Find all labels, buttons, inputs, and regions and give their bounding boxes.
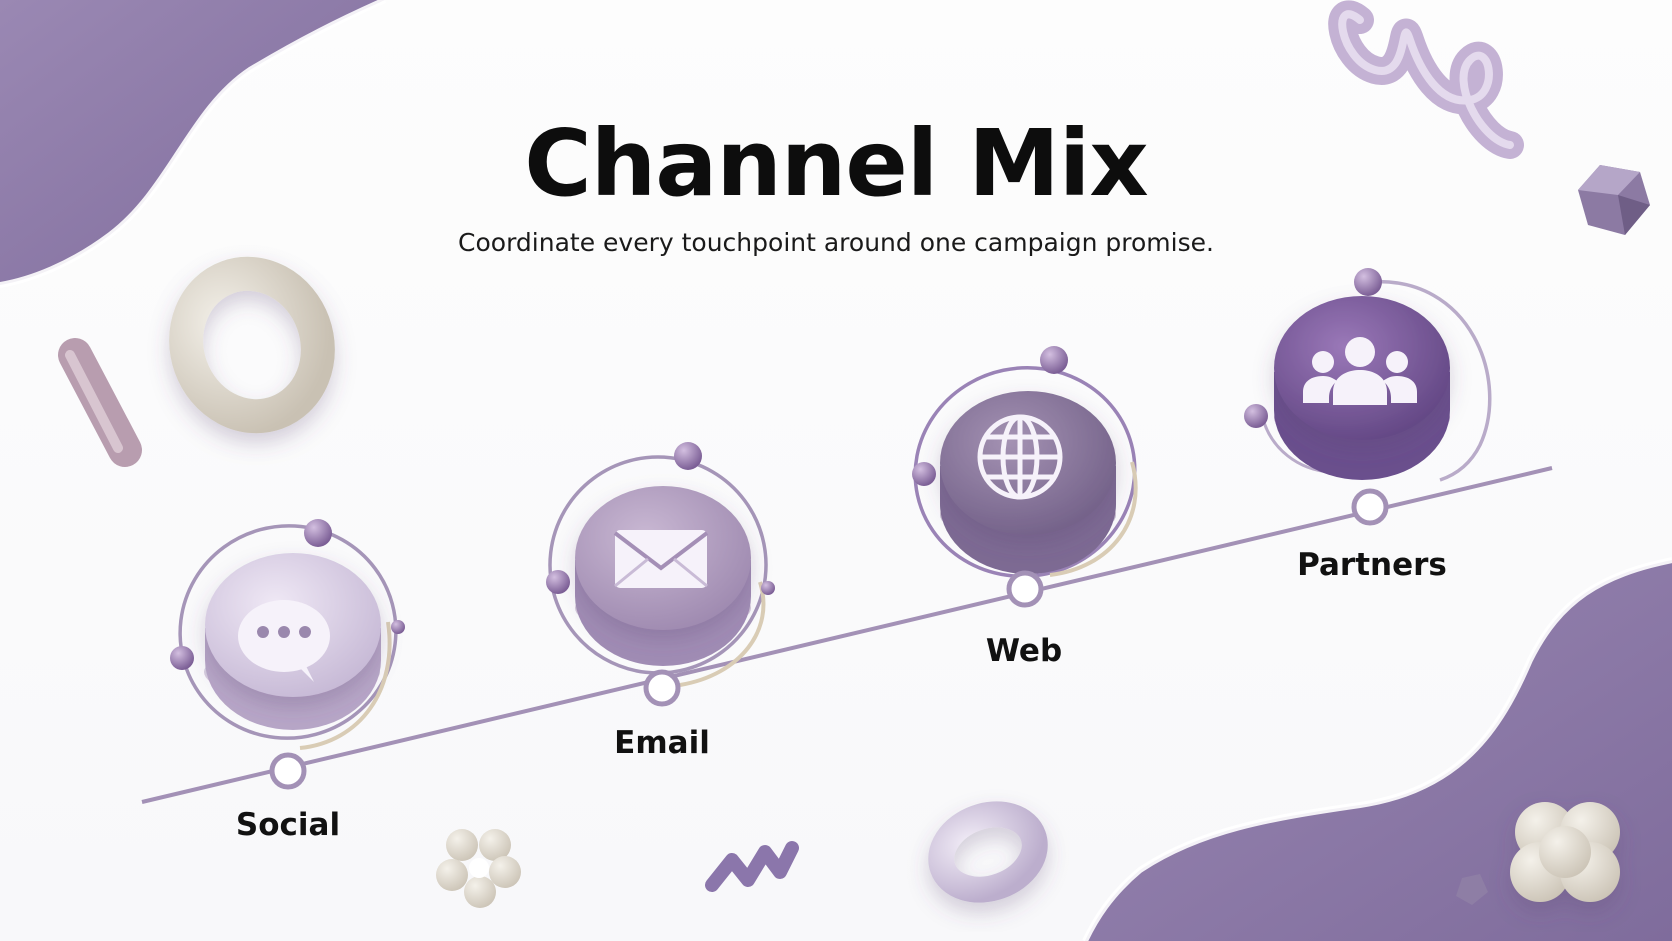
decorative-small-gem-icon [1456, 874, 1488, 905]
decorative-ring-icon [928, 801, 1048, 903]
disc-web [940, 391, 1116, 535]
timeline-line [141, 466, 1553, 804]
channel-node-web [912, 346, 1138, 608]
orbit-ring-web [913, 365, 1137, 579]
people-group-icon [1303, 337, 1417, 405]
channel-label-social: Social [235, 807, 341, 843]
decorative-polyhedron-icon [1578, 165, 1650, 235]
channel-node-social [170, 519, 405, 790]
decorative-cylinder-icon [58, 338, 142, 467]
decorative-torus-icon [169, 256, 335, 434]
timeline-marker-web [1006, 570, 1044, 608]
corner-blob-top-left-rim [0, 0, 387, 288]
channel-node-email [546, 442, 775, 707]
page-subtitle: Coordinate every touchpoint around one c… [458, 228, 1214, 257]
globe-icon [977, 414, 1063, 500]
channel-node-partners [1244, 268, 1492, 526]
timeline-marker-partners [1351, 488, 1389, 526]
decorative-flower-icon [436, 829, 521, 908]
envelope-icon [613, 530, 709, 588]
timeline-marker-email [643, 669, 681, 707]
channel-label-partners: Partners [1297, 547, 1447, 583]
disc-partners [1274, 296, 1450, 440]
corner-blob-bottom-right-rim [1082, 557, 1672, 941]
decorative-cloud-cluster-icon [1510, 802, 1620, 902]
decorative-spiral-icon [1328, 0, 1524, 159]
channel-label-email: Email [614, 725, 710, 761]
corner-blob-top-left [0, 0, 385, 285]
channel-label-web: Web [985, 633, 1063, 669]
decorative-squiggle-icon [705, 841, 799, 892]
page-title: Channel Mix [524, 110, 1148, 217]
timeline-marker-social [269, 752, 307, 790]
chat-bubble-icon [238, 600, 330, 682]
